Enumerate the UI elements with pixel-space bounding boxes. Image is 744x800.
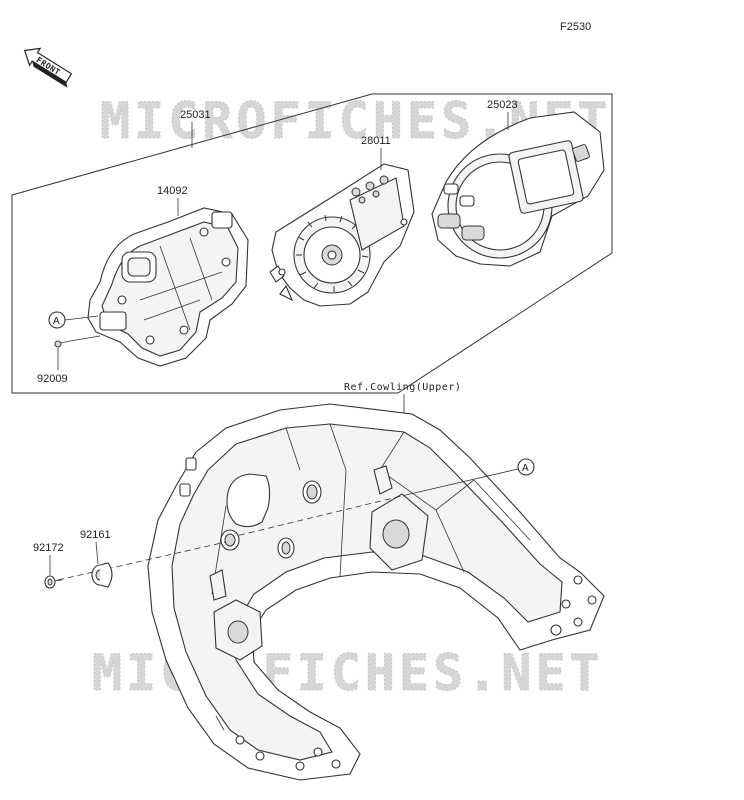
callout-92009: 92009 (37, 373, 68, 385)
upper-cowling (147, 403, 605, 781)
reference-marker-a-upper-label: A (53, 316, 60, 327)
callout-25023: 25023 (487, 99, 518, 111)
reference-marker-a-cowling-label: A (522, 463, 529, 474)
callout-92172: 92172 (33, 542, 64, 554)
callout-14092: 14092 (157, 185, 188, 197)
grommet-92161 (91, 562, 113, 588)
reference-marker-a-cowling: A (235, 458, 535, 537)
meter-case-upper (431, 111, 605, 267)
meter-case-lower (87, 207, 249, 367)
front-arrow-icon: FRONT (23, 47, 73, 88)
assembly-frame (11, 93, 613, 394)
reference-marker-a-upper: A (48, 311, 99, 329)
reference-cowling-label: Ref.Cowling(Upper) (344, 382, 461, 393)
collar-92172 (44, 575, 63, 589)
leader-92161 (95, 541, 99, 565)
screw-92009 (54, 335, 101, 348)
callout-92161: 92161 (80, 529, 111, 541)
meter-unit (269, 163, 415, 307)
assembly-line-grommet (57, 541, 227, 581)
callout-25031: 25031 (180, 109, 211, 121)
figure-code: F2530 (560, 21, 591, 33)
callout-28011: 28011 (361, 135, 391, 147)
